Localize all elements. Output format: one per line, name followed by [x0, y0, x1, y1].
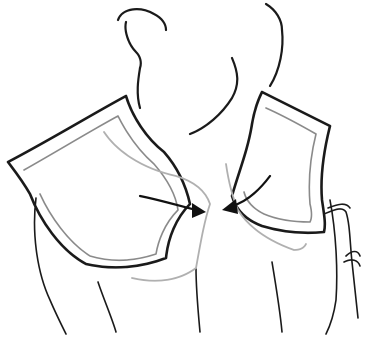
- arrow-left-head: [222, 199, 238, 214]
- arrow-right-head: [192, 203, 206, 218]
- person-torso: [35, 198, 337, 334]
- left-pad: [8, 96, 210, 281]
- right-pad-inner-seam: [244, 108, 316, 222]
- right-pad: [226, 92, 330, 250]
- right-pad-outer: [232, 92, 330, 233]
- left-pad-inner-seam: [24, 116, 178, 260]
- person-head: [118, 4, 283, 134]
- power-cord-icon: [324, 204, 360, 318]
- arrows: [140, 176, 270, 218]
